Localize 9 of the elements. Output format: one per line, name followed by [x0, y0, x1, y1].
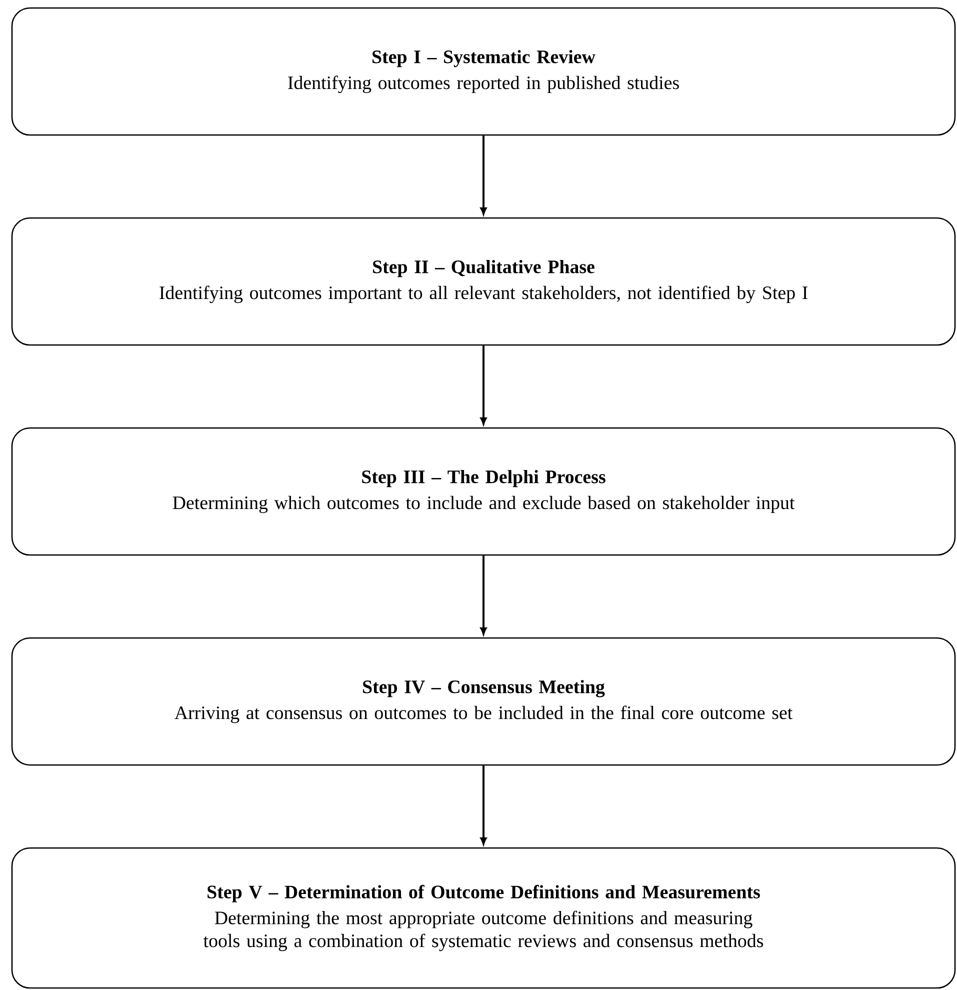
arrow	[480, 766, 487, 844]
step-box: Step V – Determination of Outcome Definitions and Measurements Determining the most appropriate outcome definitions and measuring tools using a combination of systematic reviews and consensus methods	[11, 847, 956, 989]
arrow	[480, 346, 487, 424]
arrow	[480, 136, 487, 214]
step-box: Step II – Qualitative Phase Identifying outcomes important to all relevant stakeholders, not identified by Step I	[11, 217, 956, 346]
step-box: Step III – The Delphi Process Determining which outcomes to include and exclude based on stakeholder input	[11, 427, 956, 556]
step-box: Step I – Systematic Review Identifying outcomes reported in published studies	[11, 7, 956, 136]
step-box: Step IV – Consensus Meeting Arriving at consensus on outcomes to be included in the final core outcome set	[11, 637, 956, 766]
arrow	[480, 556, 487, 634]
